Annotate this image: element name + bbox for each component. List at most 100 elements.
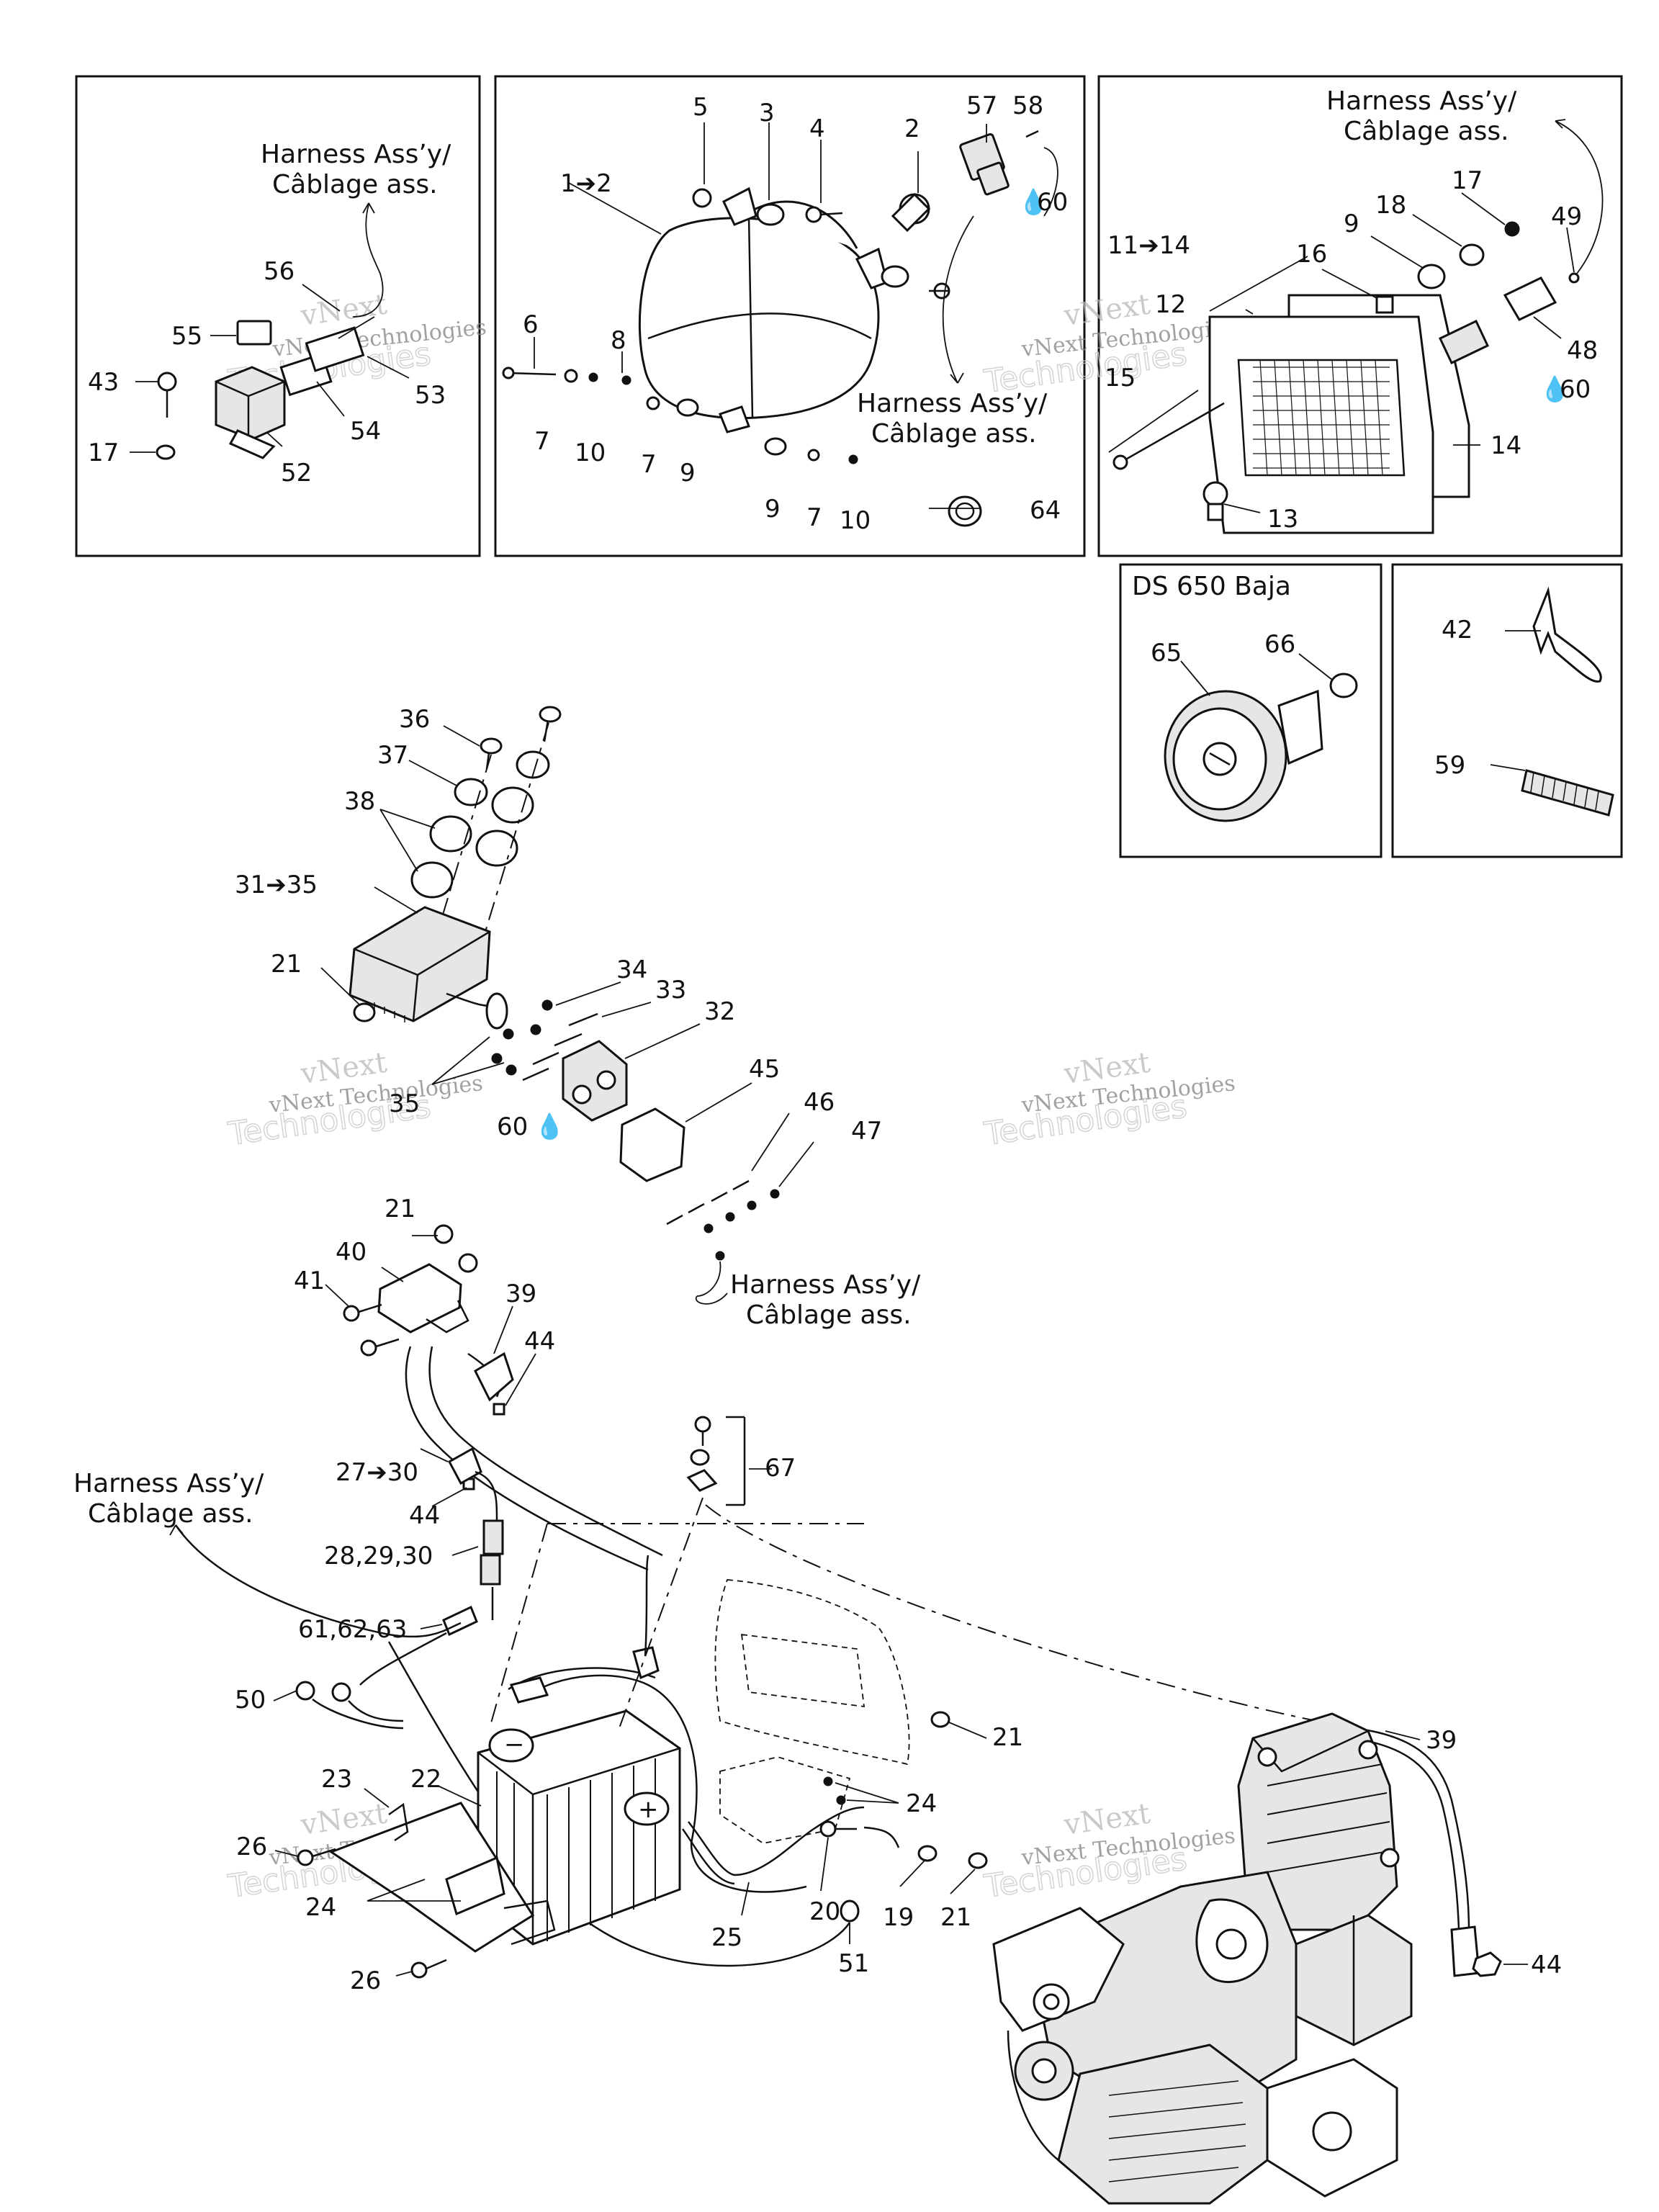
part-label-p18: 18: [1375, 191, 1406, 220]
part-label-p11: 11➔14: [1107, 231, 1190, 260]
part-label-p7: 7: [641, 450, 657, 479]
part-44-engine: 44: [1531, 1951, 1562, 1979]
harness-label: Câblage ass.: [88, 1499, 253, 1529]
part-label-p39: 39: [1426, 1726, 1457, 1755]
oil-drop-icon: 💧: [534, 1112, 565, 1141]
harness-label: Câblage ass.: [272, 170, 438, 199]
part-label-p65: 65: [1151, 639, 1182, 667]
panel-horn: [1119, 563, 1382, 858]
part-label-p7: 7: [806, 503, 822, 532]
part-label-p25: 25: [711, 1923, 742, 1952]
part-label-p17: 17: [1452, 166, 1483, 195]
part-label-p57: 57: [966, 91, 997, 120]
relay: [215, 366, 286, 441]
part-label-p53: 53: [415, 381, 446, 410]
part-label-p31: 31➔35: [235, 871, 318, 899]
harness-label: Harness Ass’y/: [261, 140, 451, 169]
part-label-p61: 61,62,63: [298, 1615, 407, 1644]
part-label-p7: 7: [534, 427, 550, 456]
part-label-p55: 55: [171, 322, 202, 351]
part-label-p67: 67: [765, 1454, 796, 1483]
part-label-p48: 48: [1567, 336, 1598, 365]
harness-label: Câblage ass.: [1344, 117, 1509, 146]
part-label-p13: 13: [1267, 505, 1298, 534]
part-label-p43: 43: [88, 368, 119, 397]
relay-assembly: Harness Ass’y/ Câblage ass. 56 55 43 17 …: [88, 140, 451, 487]
part-label-p52: 52: [281, 459, 312, 487]
part-label-p21: 21: [992, 1723, 1023, 1752]
horn-assembly: DS 650 Baja 65 66: [1132, 572, 1358, 822]
minus-terminal: −: [504, 1730, 525, 1759]
part-label-p35: 35: [389, 1089, 420, 1118]
part-label-p42: 42: [1442, 616, 1473, 644]
part-label-p24: 24: [305, 1893, 336, 1922]
part-label-p9: 9: [680, 459, 696, 487]
panel-relay: [75, 75, 481, 557]
part-label-p9: 9: [765, 495, 781, 523]
part-label-p16: 16: [1296, 240, 1327, 269]
harness-label: Harness Ass’y/: [857, 389, 1048, 418]
model-label: DS 650 Baja: [1132, 572, 1291, 601]
part-label-p36: 36: [399, 705, 430, 734]
lens-grid: [1253, 359, 1390, 476]
part-label-p24: 24: [906, 1789, 937, 1818]
battery-assembly: − +: [73, 1195, 1354, 1995]
panel-headlight: [494, 75, 1086, 557]
part-label-p41: 41: [294, 1267, 325, 1295]
part-label-p20: 20: [809, 1897, 840, 1926]
engine: 39 44: [992, 1712, 1562, 2205]
harness-label: Harness Ass’y/: [73, 1469, 264, 1498]
part-label-p32: 32: [704, 997, 735, 1026]
taillight-assembly: Harness Ass’y/ Câblage ass.: [1105, 86, 1604, 534]
part-label-p45: 45: [749, 1055, 780, 1084]
starter-solenoid: [377, 1263, 462, 1334]
connector: [562, 1040, 628, 1122]
part-label-p21: 21: [385, 1195, 415, 1223]
part-label-p19: 19: [883, 1903, 914, 1932]
part-label-p3: 3: [759, 99, 775, 127]
plus-terminal: +: [638, 1795, 659, 1824]
part-label-p2: 2: [904, 114, 920, 143]
part-label-p34: 34: [616, 956, 647, 984]
oil-drop-icon: 💧: [1018, 188, 1048, 217]
part-label-p15: 15: [1105, 364, 1136, 392]
part-label-p5: 5: [693, 93, 709, 122]
voltage-regulator: [349, 906, 491, 1022]
part-label-p47: 47: [851, 1117, 882, 1146]
headlamp: [638, 217, 880, 420]
harness-label: Harness Ass’y/: [730, 1270, 921, 1300]
part-label-p22: 22: [410, 1765, 441, 1794]
panel-ties: [1391, 563, 1623, 858]
part-label-p60: 60: [497, 1112, 528, 1141]
part-label-p46: 46: [804, 1088, 835, 1117]
part-label-p10: 10: [840, 506, 871, 535]
part-label-p28: 28,29,30: [324, 1542, 433, 1570]
part-label-p59: 59: [1434, 751, 1465, 780]
headlight-assembly: 1➔2 5 3 4 2 57 58 💧 60 6 8 7 10 7 9 9 7 …: [502, 91, 1068, 535]
part-label-p58: 58: [1012, 91, 1043, 120]
part-label-p9: 9: [1344, 210, 1359, 238]
part-label-p50: 50: [235, 1686, 266, 1714]
part-label-p6: 6: [523, 310, 539, 339]
oil-drop-icon: 💧: [1539, 375, 1570, 404]
part-label-p44: 44: [409, 1501, 440, 1530]
part-label-p60: 60: [1560, 375, 1591, 404]
part-label-p40: 40: [336, 1238, 367, 1267]
part-label-p4: 4: [809, 114, 825, 143]
panel-taillight: [1097, 75, 1623, 557]
part-label-p14: 14: [1491, 431, 1521, 460]
harness-label: Harness Ass’y/: [1326, 86, 1517, 116]
regulator-assembly: 36 37 38 31➔35 21 34 33 32 45 46 47 35 6…: [235, 705, 921, 1330]
part-label-p38: 38: [344, 787, 375, 816]
part-label-p44: 44: [524, 1327, 555, 1356]
part-label-p64: 64: [1030, 496, 1061, 525]
part-label-p66: 66: [1264, 630, 1295, 659]
part-label-p49: 49: [1551, 202, 1582, 231]
part-label-p8: 8: [611, 326, 626, 355]
sleeve: [1521, 769, 1614, 817]
cable-tie: [1532, 586, 1602, 683]
part-label-p21: 21: [271, 950, 302, 979]
part-label-p33: 33: [655, 976, 686, 1004]
part-label-p51: 51: [838, 1949, 869, 1978]
